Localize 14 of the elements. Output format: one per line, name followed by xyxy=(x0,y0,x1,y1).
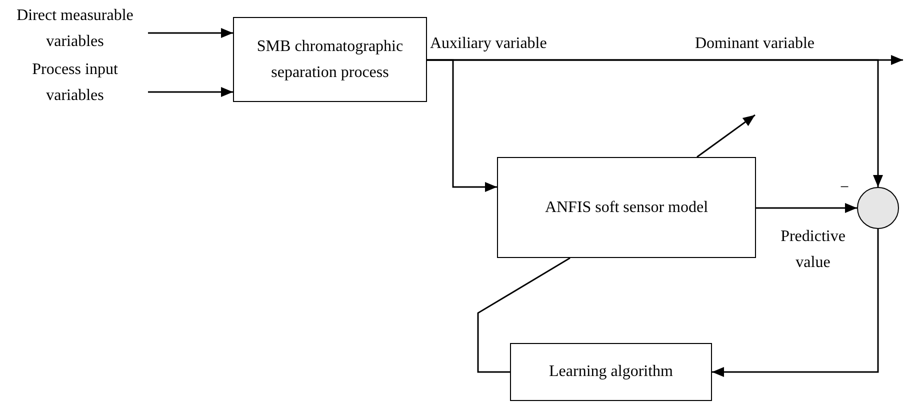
arrow xyxy=(148,87,233,97)
input-label: Direct measurable variables xyxy=(2,2,148,56)
arrow xyxy=(148,28,233,38)
arrow xyxy=(756,203,857,213)
arrow xyxy=(427,59,883,187)
signal-label: Auxiliary variable xyxy=(430,34,547,54)
sign-label: − xyxy=(840,179,850,197)
algorithm-box: Learning algorithm xyxy=(510,343,712,401)
process-box: SMB chromatographic separation process xyxy=(233,17,427,102)
arrow xyxy=(712,229,879,377)
model-box: ANFIS soft sensor model xyxy=(497,157,756,258)
input-label: Process input variables xyxy=(2,56,148,110)
signal-label: Dominant variable xyxy=(695,34,815,54)
arrow xyxy=(696,114,756,158)
